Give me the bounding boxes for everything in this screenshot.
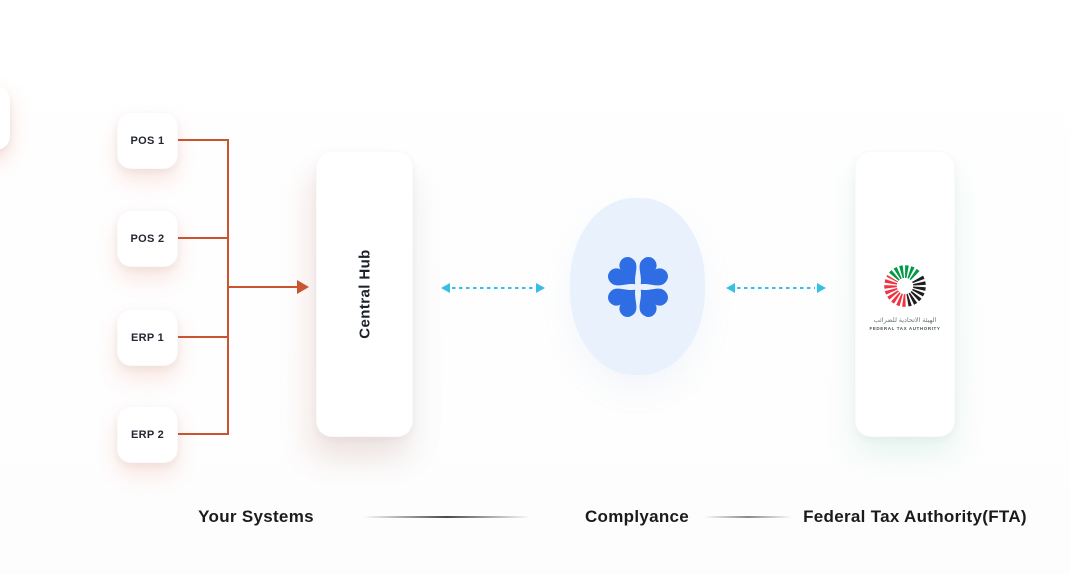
footer-label-complyance: Complyance [584, 507, 690, 526]
source-box-label: POS 1 [130, 134, 165, 147]
arrow-right-icon [297, 280, 309, 294]
footer-label-your-systems: Your Systems [198, 507, 314, 526]
arrow-left-head-icon [726, 282, 735, 293]
fta-arabic-name: الهيئة الاتحادية للضرائب [873, 317, 937, 325]
source-box-label: ERP 1 [130, 331, 165, 344]
dashed-line [452, 286, 534, 289]
source-box-erp-2: ERP 2 [117, 406, 178, 463]
edge-peek-card [0, 86, 10, 150]
fta-card: الهيئة الاتحادية للضرائب FEDERAL TAX AUT… [855, 151, 955, 437]
central-hub-card: Central Hub [316, 151, 413, 437]
source-box-erp-1: ERP 1 [117, 309, 178, 366]
source-box-pos-2: POS 2 [117, 210, 178, 267]
dashed-arrow-complyance-fta [726, 280, 826, 295]
footer-label-fta: Federal Tax Authority(FTA) [803, 507, 1027, 526]
footer-divider-line [704, 516, 792, 518]
source-box-pos-1: POS 1 [117, 112, 178, 169]
connector-stub-erp-1 [178, 336, 228, 338]
connector-stub-pos-2 [178, 237, 228, 239]
dashed-arrow-hub-complyance [441, 280, 545, 295]
complyance-node [570, 198, 705, 375]
footer-divider-line [363, 516, 530, 518]
fta-emblem-icon [884, 265, 926, 307]
arrow-right-head-icon [536, 282, 545, 293]
source-box-label: ERP 2 [130, 428, 165, 441]
arrow-right-head-icon [817, 282, 826, 293]
central-hub-label: Central Hub [356, 249, 373, 339]
connector-stub-erp-2 [178, 433, 228, 435]
complyance-flower-icon [604, 253, 671, 320]
fta-english-name: FEDERAL TAX AUTHORITY [869, 325, 941, 331]
arrow-left-head-icon [441, 282, 450, 293]
dashed-line [737, 286, 815, 289]
connector-arrow-shaft [227, 286, 299, 288]
source-box-label: POS 2 [130, 232, 165, 245]
connector-stub-pos-1 [178, 139, 228, 141]
